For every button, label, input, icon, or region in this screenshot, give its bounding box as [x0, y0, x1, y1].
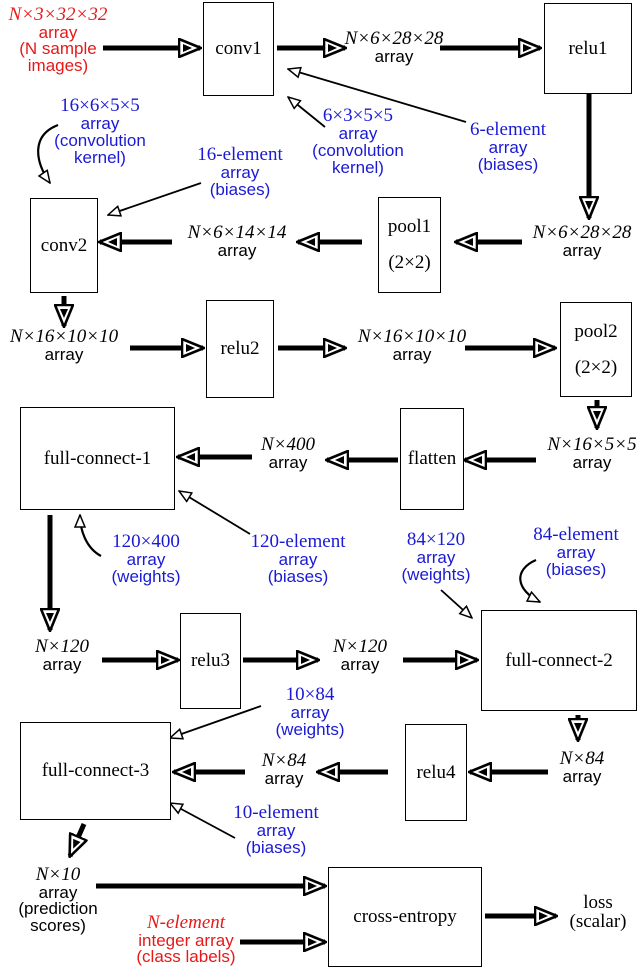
arrow-fc3-bias	[170, 803, 236, 839]
relu4-label: relu4	[416, 761, 456, 783]
arrow-conv1-bias	[288, 69, 467, 123]
flatten-box: flatten	[400, 408, 464, 510]
full-connect-2-box: full-connect-2	[481, 610, 637, 711]
fc1-bias-label: 120-element array (biases)	[250, 531, 346, 586]
arrow-fc1-bias	[179, 491, 251, 535]
full-connect-3-box: full-connect-3	[20, 722, 171, 820]
conv1-output-label: N×6×28×28 array	[344, 28, 444, 66]
conv2-kernel-label: 16×6×5×5 array (convolution kernel)	[54, 95, 146, 167]
fc1-output-label: N×120 array	[35, 636, 89, 674]
arrow-conv1-kernel	[288, 97, 326, 128]
conv2-label: conv2	[40, 234, 88, 256]
relu4-box: relu4	[405, 724, 467, 821]
pool1-box: pool1 (2×2)	[378, 197, 441, 293]
relu1-box: relu1	[544, 3, 632, 94]
full-connect-2-label: full-connect-2	[505, 649, 613, 671]
conv2-bias-label: 16-element array (biases)	[197, 144, 283, 199]
pool2-label: pool2	[574, 320, 618, 342]
relu3-label: relu3	[190, 650, 231, 672]
pool2-size: (2×2)	[574, 356, 618, 378]
arrow-fc3-weights	[170, 705, 262, 738]
fc2-output-label: N×84 array	[559, 748, 605, 786]
pool2-output-label: N×16×5×5 array	[547, 434, 637, 472]
conv2-box: conv2	[30, 198, 98, 293]
pool1-size: (2×2)	[388, 252, 431, 273]
flatten-label: flatten	[407, 448, 457, 470]
arrow-fc2-weights	[440, 589, 472, 618]
pool1-output-label: N×6×14×14 array	[187, 222, 287, 260]
fc2-bias-label: 84-element array (biases)	[533, 524, 619, 579]
cross-entropy-box: cross-entropy	[328, 867, 482, 967]
arrow-fc1-weights	[80, 515, 102, 557]
relu2-label: relu2	[220, 338, 260, 360]
input-array-label: N×3×32×32 array (N sample images)	[8, 4, 108, 75]
fc3-bias-label: 10-element array (biases)	[233, 802, 319, 857]
relu2-output-label: N×16×10×10 array	[357, 326, 467, 364]
relu3-box: relu3	[180, 613, 241, 709]
fc3-weights-label: 10×84 array (weights)	[275, 684, 345, 739]
arrow-conv2-kernel	[37, 123, 59, 183]
conv1-box: conv1	[203, 2, 274, 96]
fc2-weights-label: 84×120 array (weights)	[401, 529, 471, 584]
pool1-label: pool1	[387, 216, 432, 238]
relu3-output-label: N×120 array	[333, 636, 387, 674]
relu1-label: relu1	[568, 37, 608, 59]
relu4-output-label: N×84 array	[261, 750, 307, 788]
full-connect-1-label: full-connect-1	[43, 447, 152, 469]
class-labels-label: N-element integer array (class labels)	[136, 912, 236, 967]
loss-label: loss (scalar)	[569, 892, 627, 932]
arrow-conv2-bias	[108, 182, 202, 215]
relu2-box: relu2	[206, 300, 274, 398]
full-connect-3-label: full-connect-3	[41, 760, 150, 782]
arrow-fc2-bias	[519, 558, 540, 603]
relu1-output-label: N×6×28×28 array	[532, 222, 632, 260]
pool2-box: pool2 (2×2)	[560, 302, 632, 397]
cross-entropy-label: cross-entropy	[353, 906, 457, 928]
conv2-output-label: N×16×10×10 array	[9, 326, 119, 364]
conv1-label: conv1	[215, 38, 262, 60]
full-connect-1-box: full-connect-1	[20, 407, 175, 510]
fc3-output-label: N×10 array (prediction scores)	[18, 864, 98, 935]
arrow-fc3-down	[67, 822, 84, 856]
conv1-kernel-label: 6×3×5×5 array (convolution kernel)	[312, 105, 404, 177]
flatten-output-label: N×400 array	[261, 434, 315, 472]
fc1-weights-label: 120×400 array (weights)	[111, 531, 181, 586]
conv1-bias-label: 6-element array (biases)	[470, 119, 546, 174]
